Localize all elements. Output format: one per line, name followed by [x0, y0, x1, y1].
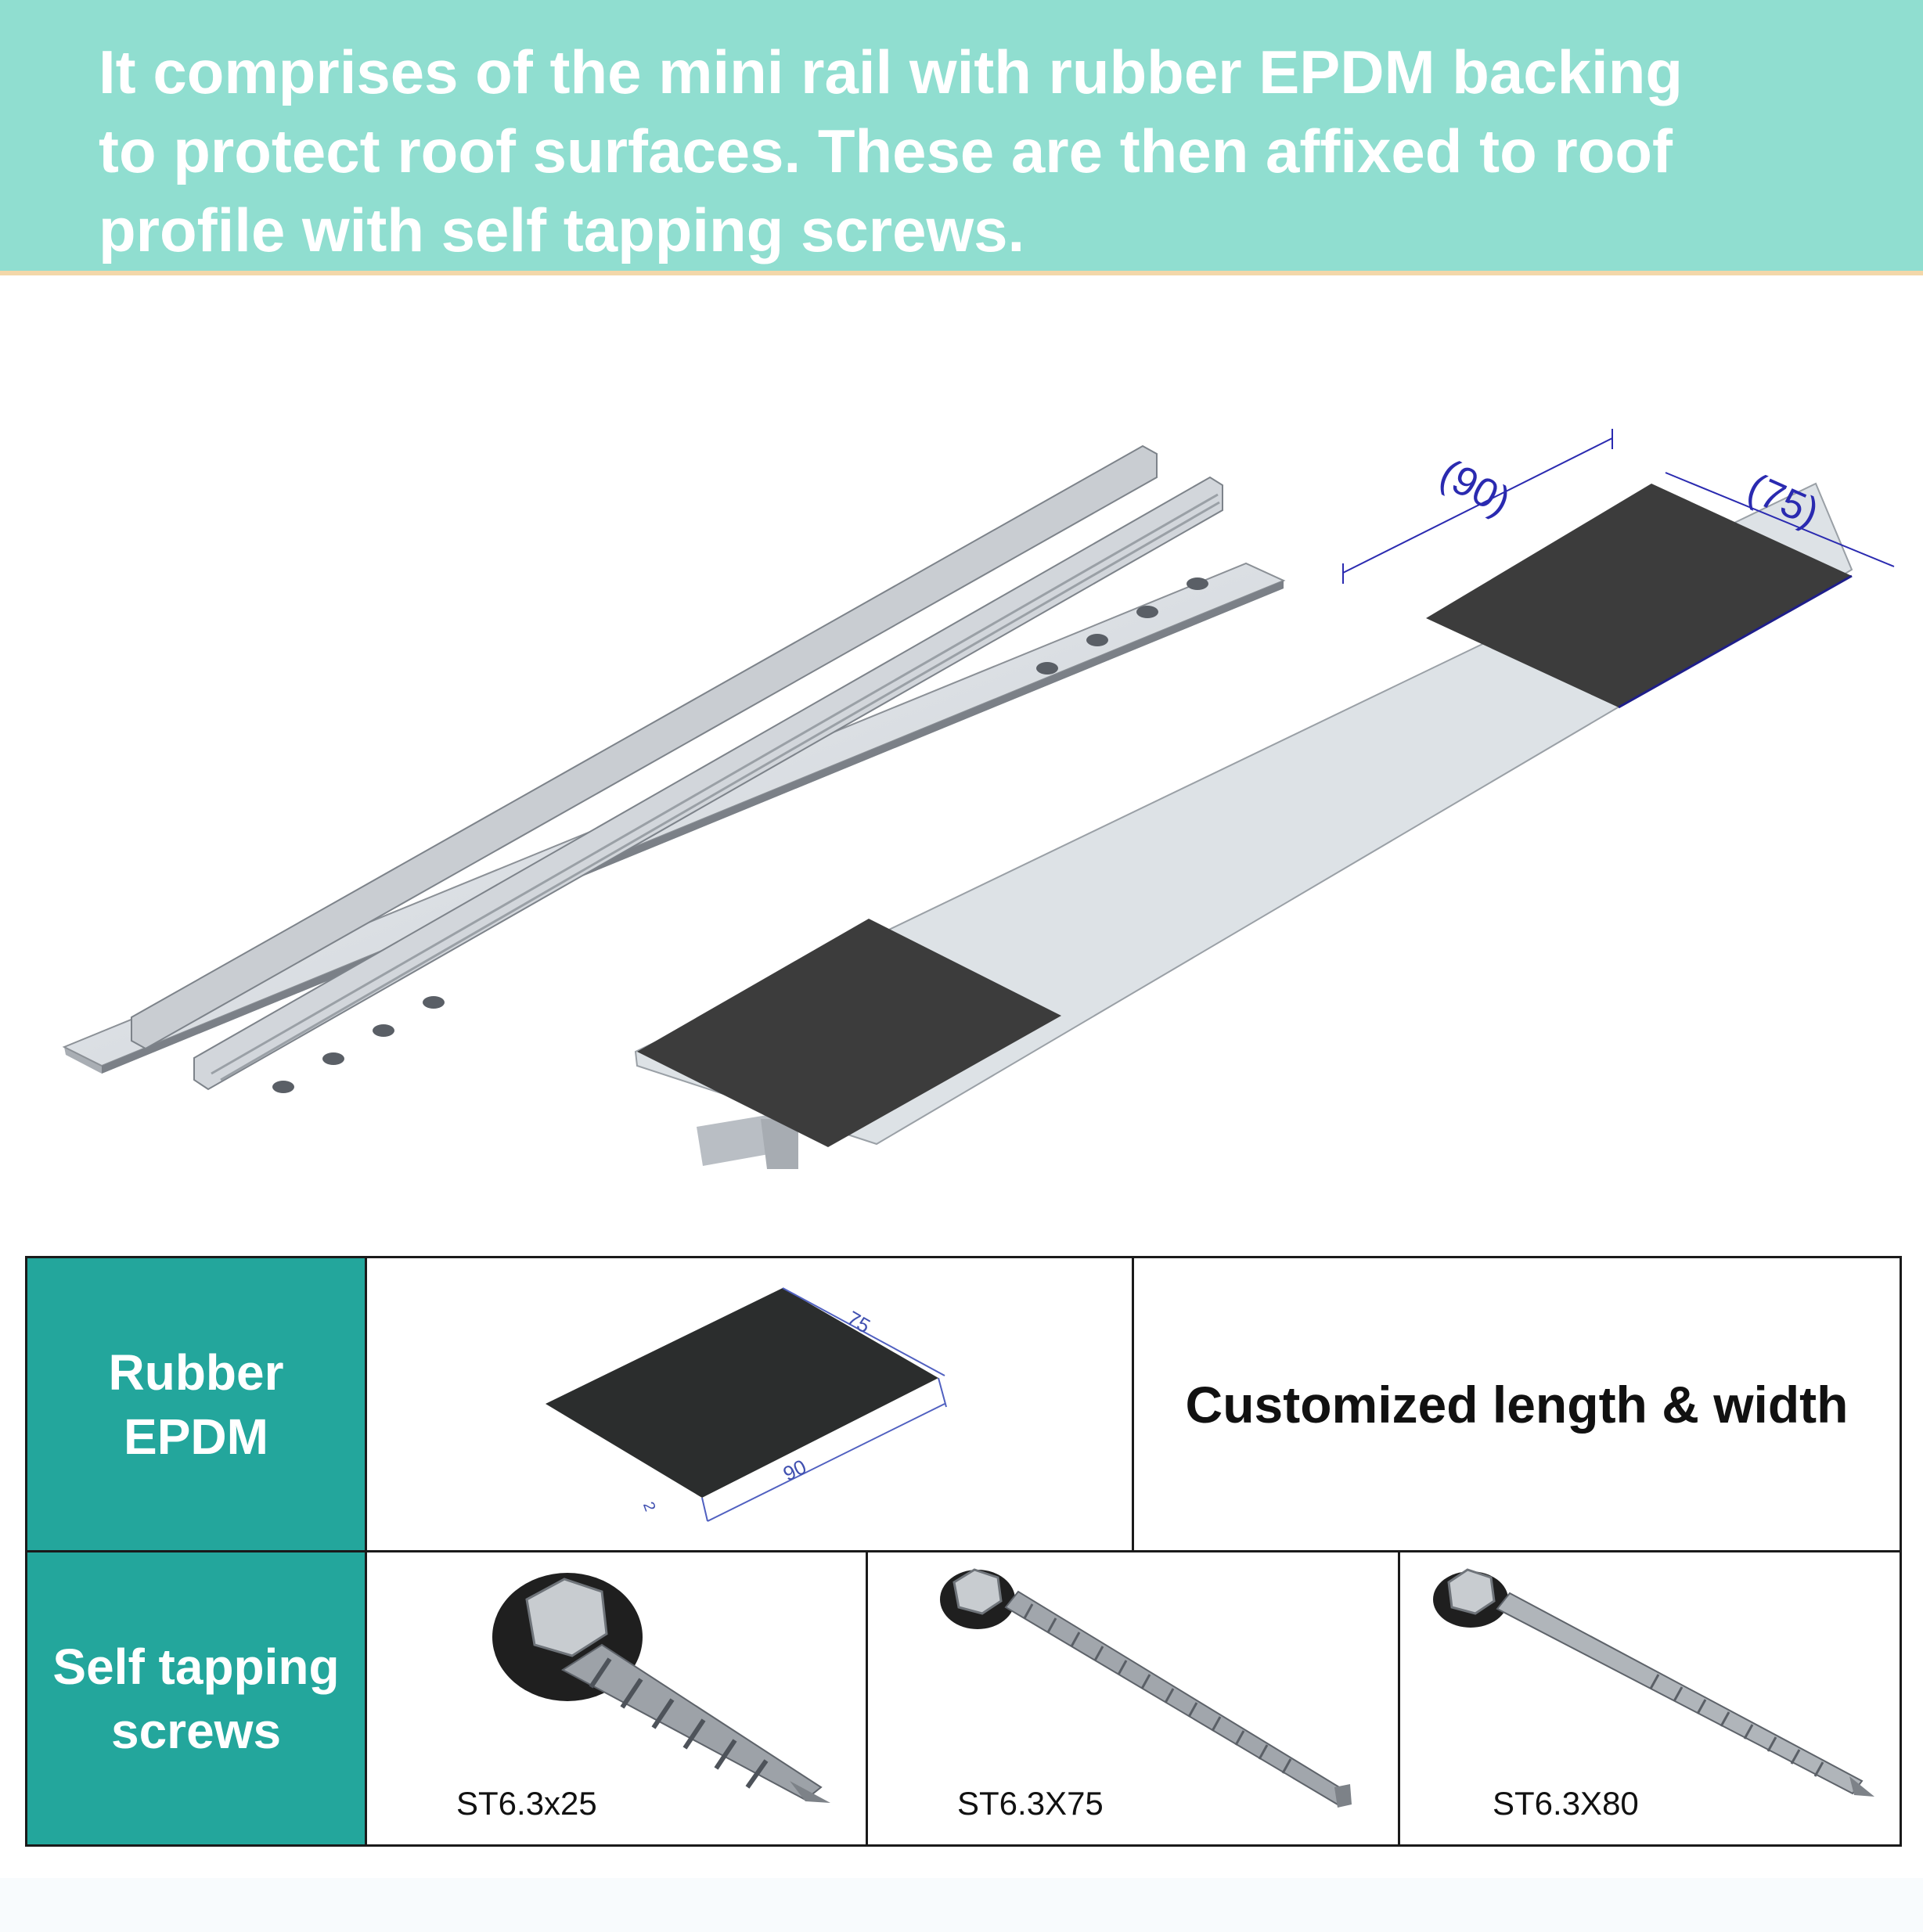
screw-label-80: ST6.3X80	[1493, 1785, 1639, 1822]
rubber-pad-right	[1426, 484, 1852, 707]
right-rail-with-rubber	[634, 482, 1853, 1169]
screw-25-drawing	[492, 1573, 830, 1803]
footer-strip	[0, 1878, 1923, 1932]
screws-row: Self tapping screws ST6.3x25	[25, 1550, 1903, 1847]
dimension-90-label: (90)	[1432, 451, 1518, 525]
screws-header-line-1: Self tapping	[52, 1638, 340, 1695]
rubber-pad-drawing: 75 90 2	[546, 1287, 947, 1522]
rubber-header-line-1: Rubber	[108, 1344, 284, 1401]
screw-cell-25: ST6.3x25	[365, 1550, 868, 1847]
banner-line-2: to protect roof surfaces. These are then…	[99, 117, 1673, 185]
rubber-epdm-header: Rubber EPDM	[25, 1256, 367, 1552]
screw-80-drawing	[1433, 1568, 1874, 1797]
screw-cell-80: ST6.3X80	[1397, 1550, 1903, 1847]
rubber-row: Rubber EPDM 75 90 2 Customized length & …	[25, 1256, 1903, 1552]
rubber-header-line-2: EPDM	[124, 1408, 268, 1465]
screw-label-75: ST6.3X75	[957, 1785, 1104, 1822]
banner-description: It comprises of the mini rail with rubbe…	[99, 33, 1883, 270]
screw-label-25: ST6.3x25	[456, 1785, 597, 1822]
banner-line-3: profile with self tapping screws.	[99, 196, 1025, 264]
header-banner: It comprises of the mini rail with rubbe…	[0, 0, 1923, 275]
pad-dim-90-label: 90	[780, 1455, 810, 1486]
left-rail	[62, 444, 1286, 1093]
banner-line-1: It comprises of the mini rail with rubbe…	[99, 38, 1684, 106]
pad-dim-2-label: 2	[639, 1499, 658, 1513]
spec-table: Rubber EPDM 75 90 2 Customized length & …	[25, 1256, 1903, 1847]
screw-75-drawing	[940, 1568, 1352, 1808]
screws-header-line-2: screws	[110, 1702, 282, 1759]
rubber-pad-left	[637, 919, 1061, 1147]
mini-rail-illustration: (90) (75)	[62, 429, 1895, 1169]
customized-size-note: Customized length & width	[1131, 1256, 1903, 1552]
dimension-annotations	[1342, 429, 1895, 584]
self-tapping-screws-header: Self tapping screws	[25, 1550, 367, 1847]
screw-cell-75: ST6.3X75	[866, 1550, 1400, 1847]
rubber-pad-cell: 75 90 2	[365, 1256, 1134, 1552]
